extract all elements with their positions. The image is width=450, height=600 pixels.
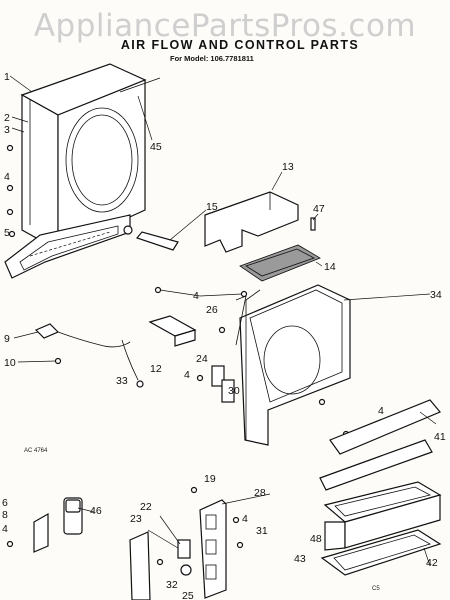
- label-4-c: 4: [184, 369, 190, 381]
- part-control-panel-23[interactable]: [129, 531, 151, 600]
- part-rod-45[interactable]: [119, 77, 161, 93]
- part-cord-9-33[interactable]: [34, 323, 144, 388]
- label-5: 5: [4, 227, 10, 239]
- label-14: 14: [324, 261, 336, 273]
- label-12: 12: [150, 363, 162, 375]
- label-4-f: 4: [242, 513, 248, 525]
- part-shaft-15[interactable]: [135, 231, 179, 251]
- part-drain-pan-41[interactable]: [319, 399, 441, 491]
- label-23: 23: [130, 513, 142, 525]
- part-front-frame[interactable]: [20, 63, 147, 252]
- diagram-title: AIR FLOW AND CONTROL PARTS: [120, 38, 360, 52]
- part-tray-48-43[interactable]: [323, 481, 442, 551]
- label-10: 10: [4, 357, 16, 369]
- part-cover-13[interactable]: [204, 191, 299, 253]
- reference-code: AC 4764: [24, 448, 48, 454]
- label-30: 30: [228, 385, 240, 397]
- label-9: 9: [4, 333, 10, 345]
- screws-bottom[interactable]: [156, 486, 244, 566]
- label-19: 19: [204, 473, 216, 485]
- part-switch-22[interactable]: [177, 539, 192, 576]
- part-number-labels: 1 2 3 4 5 45 13 15 47 14 34 4 26 9 10 33…: [2, 71, 446, 600]
- part-screw-47[interactable]: [310, 217, 316, 231]
- label-41: 41: [434, 431, 446, 443]
- label-48: 48: [310, 533, 322, 545]
- leader-lines: [9, 75, 437, 567]
- screws-left[interactable]: [6, 144, 16, 238]
- part-tray-42[interactable]: [320, 529, 442, 576]
- label-22: 22: [140, 501, 152, 513]
- label-4: 4: [4, 171, 10, 183]
- part-bracket-28[interactable]: [199, 499, 227, 599]
- label-4-b: 4: [193, 290, 199, 302]
- label-4-d: 4: [378, 405, 384, 417]
- model-number: For Model: 106.7781811: [170, 54, 254, 63]
- label-1: 1: [4, 71, 10, 83]
- label-45: 45: [150, 141, 162, 153]
- label-28: 28: [254, 487, 266, 499]
- label-33: 33: [116, 375, 128, 387]
- part-bulkhead-34[interactable]: [239, 284, 351, 446]
- label-31: 31: [256, 525, 268, 537]
- label-47: 47: [313, 203, 325, 215]
- part-clip-6-8[interactable]: [6, 512, 49, 553]
- part-knob-46[interactable]: [63, 497, 83, 535]
- part-filter-14[interactable]: [239, 244, 321, 282]
- label-42: 42: [426, 557, 438, 569]
- label-15: 15: [206, 201, 218, 213]
- label-8: 8: [2, 509, 8, 521]
- watermark-text: AppliancePartsPros.com: [33, 8, 417, 44]
- label-3: 3: [4, 124, 10, 136]
- label-6: 6: [2, 497, 8, 509]
- label-46: 46: [90, 505, 102, 517]
- label-32: 32: [166, 579, 178, 591]
- part-base-pan[interactable]: [4, 214, 133, 279]
- part-switch-24-30[interactable]: [211, 365, 235, 403]
- label-2: 2: [4, 112, 10, 124]
- label-26: 26: [206, 304, 218, 316]
- label-24: 24: [196, 353, 208, 365]
- label-13: 13: [282, 161, 294, 173]
- label-34: 34: [430, 289, 442, 301]
- part-block-12[interactable]: [148, 315, 197, 347]
- label-25: 25: [182, 590, 194, 600]
- label-43: 43: [294, 553, 306, 565]
- page-code: C5: [372, 586, 380, 592]
- label-4-e: 4: [2, 523, 8, 535]
